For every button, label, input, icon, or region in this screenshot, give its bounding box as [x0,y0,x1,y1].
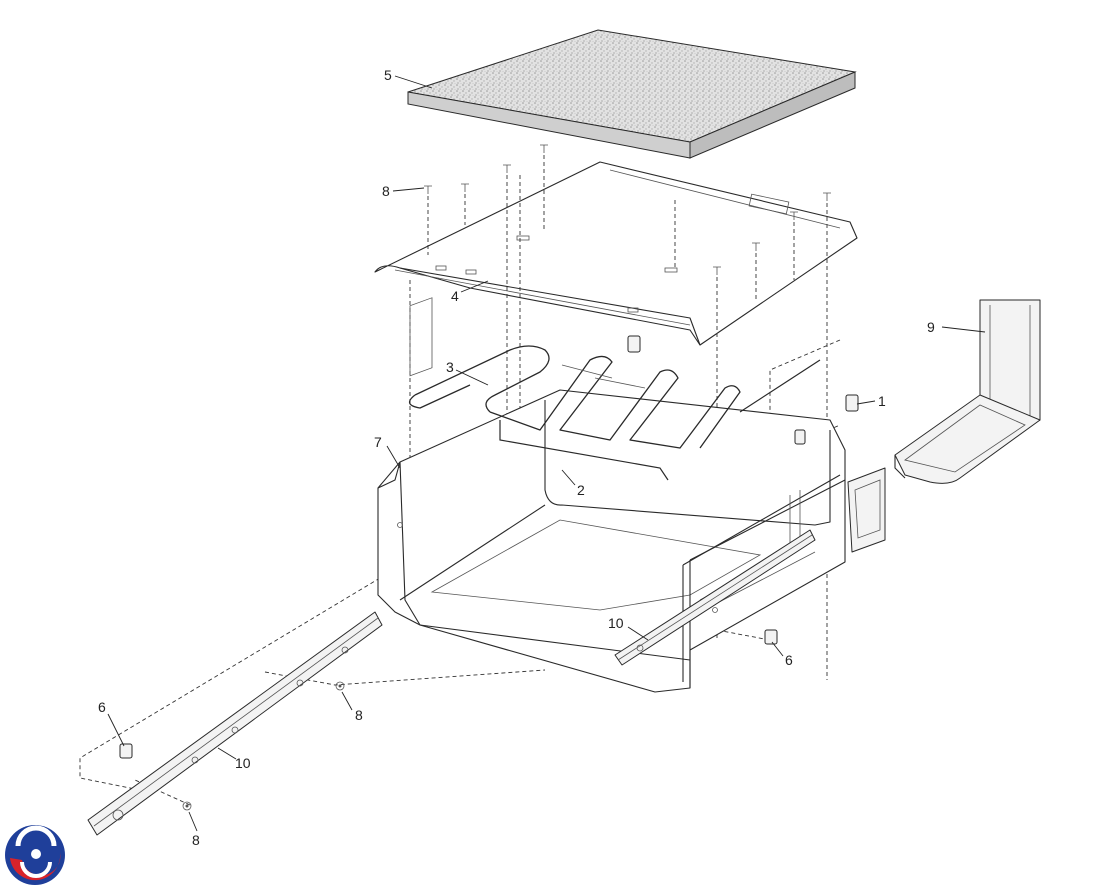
screws-top [424,144,831,275]
callout-8-bottom: 8 [192,832,200,848]
callout-1: 1 [878,393,886,409]
callout-9: 9 [927,319,935,335]
callout-8-mid: 8 [355,707,363,723]
callout-3: 3 [446,359,454,375]
callout-6-left: 6 [98,699,106,715]
side-bracket [847,467,886,553]
leader-lines [107,75,986,832]
heating-element [408,345,821,481]
telescopic-slide-right [614,529,816,666]
callout-labels: 5 8 4 3 2 7 1 9 6 10 8 6 10 8 [98,67,935,848]
callout-4: 4 [451,288,459,304]
callout-5: 5 [384,67,392,83]
insulation-pad [407,29,857,159]
callout-6-right: 6 [785,652,793,668]
callout-8-top: 8 [382,183,390,199]
clips [119,335,859,759]
brand-logo [5,825,65,885]
telescopic-slide-left [87,611,383,836]
callout-10-right: 10 [608,615,624,631]
washers [182,681,345,811]
oven-cavity [377,297,846,693]
drip-tray [894,299,1041,484]
callout-10-left: 10 [235,755,251,771]
top-cover-panel [374,161,858,346]
callout-2: 2 [577,482,585,498]
callout-7: 7 [374,434,382,450]
